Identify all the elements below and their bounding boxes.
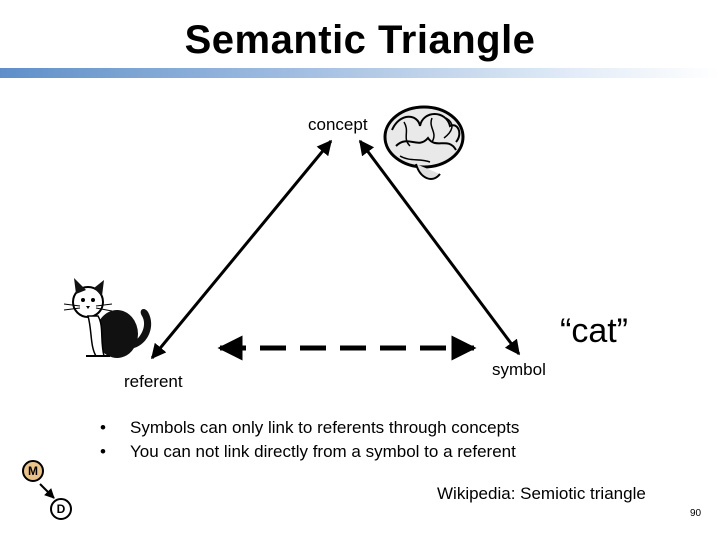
bullet-item: You can not link directly from a symbol …: [100, 442, 519, 462]
bullet-item: Symbols can only link to referents throu…: [100, 418, 519, 438]
nav-node-d[interactable]: D: [50, 498, 72, 520]
concept-symbol-arrow: [358, 139, 521, 356]
symbol-label: symbol: [492, 360, 546, 379]
symbol-example-text: “cat”: [560, 312, 628, 350]
slide-title: Semantic Triangle: [184, 18, 536, 62]
cat-icon: [63, 278, 152, 358]
attribution-text: Wikipedia: Semiotic triangle: [437, 484, 646, 503]
referent-label: referent: [124, 372, 183, 391]
brain-icon: [383, 105, 465, 180]
nav-node-m[interactable]: M: [22, 460, 44, 482]
title-underline-bar: [0, 68, 720, 78]
page-number: 90: [690, 508, 702, 519]
bullet-list: Symbols can only link to referents throu…: [100, 418, 519, 466]
concept-label: concept: [308, 115, 368, 134]
concept-referent-arrow: [150, 139, 333, 360]
